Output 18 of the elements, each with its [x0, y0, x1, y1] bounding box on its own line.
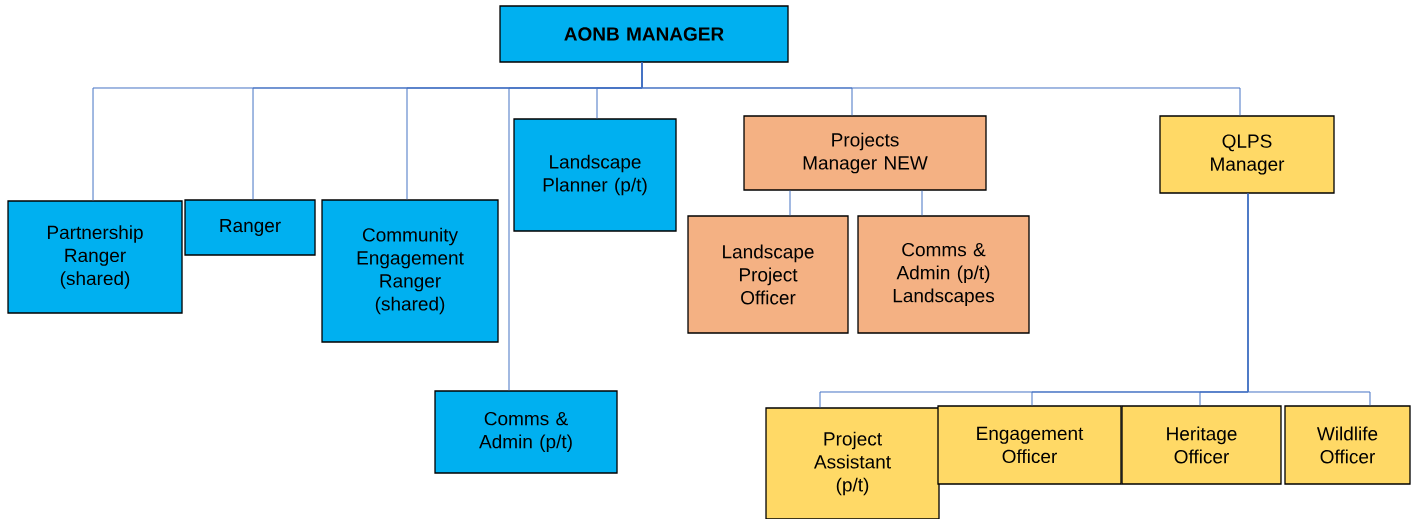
role-box: Project Assistant (p/t)	[765, 407, 940, 519]
role-box: AONB MANAGER	[499, 5, 789, 63]
role-box: Engagement Officer	[937, 405, 1122, 485]
role-box: Ranger	[184, 199, 316, 256]
role-box: Heritage Officer	[1121, 405, 1282, 485]
role-box: Landscape Planner (p/t)	[513, 118, 677, 232]
role-box: Wildlife Officer	[1284, 405, 1411, 485]
connector-line	[789, 190, 791, 216]
role-box: Community Engagement Ranger (shared)	[321, 199, 499, 343]
connector-line	[641, 62, 1241, 116]
role-box: Comms & Admin (p/t)	[434, 390, 618, 474]
role-box: Partnership Ranger (shared)	[7, 200, 183, 314]
role-box: QLPS Manager	[1159, 115, 1335, 194]
connector-line	[921, 190, 923, 216]
role-box: Landscape Project Officer	[687, 215, 849, 334]
role-box: Comms & Admin (p/t) Landscapes	[857, 215, 1030, 334]
connector-line	[1247, 193, 1371, 406]
role-box: Projects Manager NEW	[743, 115, 987, 191]
